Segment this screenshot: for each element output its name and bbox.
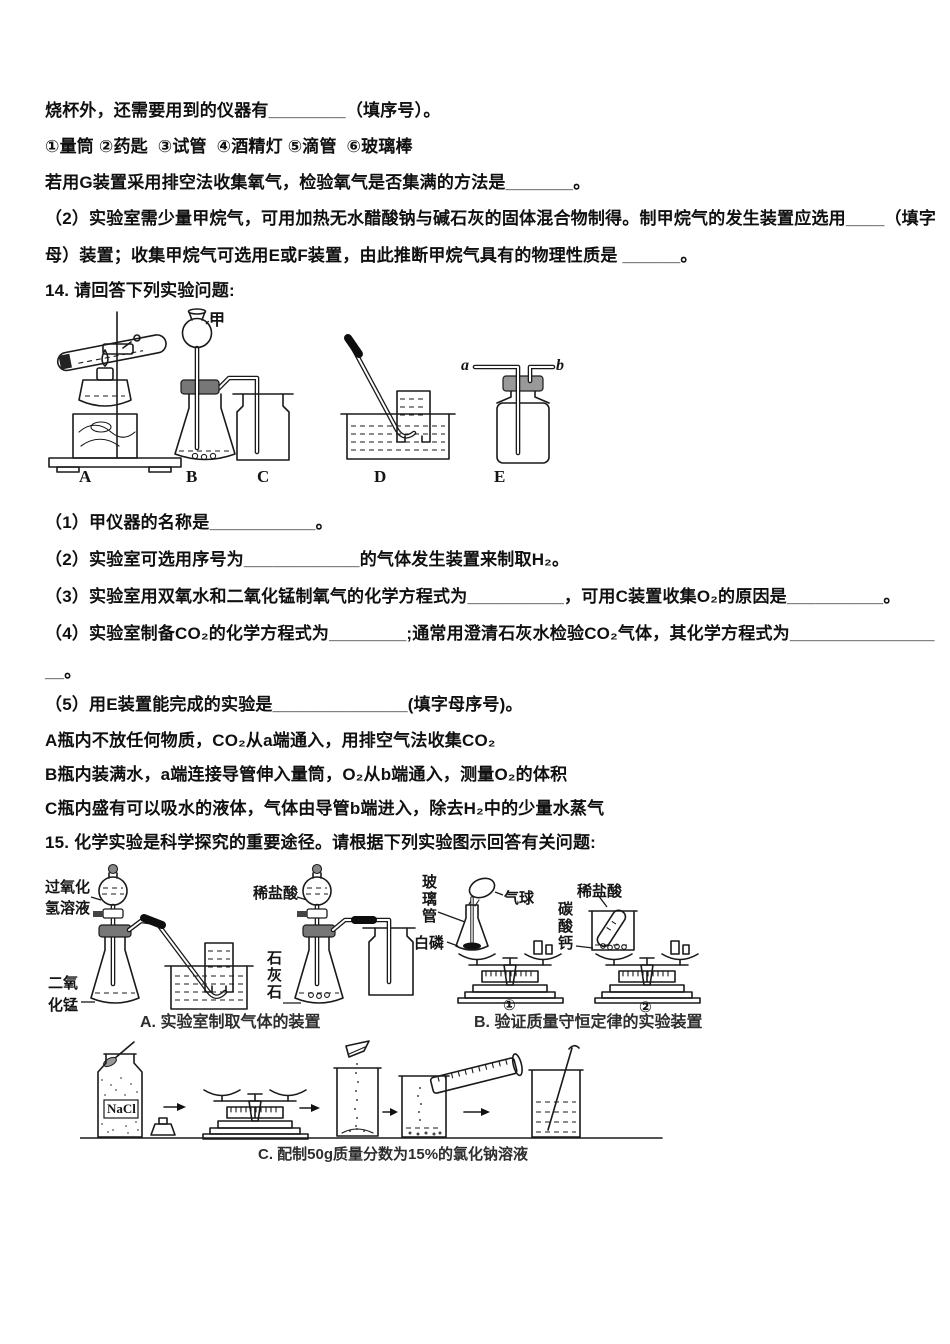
apparatus-d-water-trough [340, 334, 456, 460]
q14-item-5: （5）用E装置能完成的实验是______________(填字母序号)。 [45, 695, 523, 714]
label-peroxide-line2: 氢溶液 [45, 900, 91, 917]
label-peroxide-line1: 过氧化 [45, 879, 91, 896]
fig15a-generator-h2o2 [81, 863, 254, 1010]
label-apparatus-b: B [186, 467, 198, 486]
line-methane-2: 母）装置；收集甲烷气可选用E或F装置，由此推断甲烷气具有的物理性质是 _____… [45, 246, 698, 265]
fig15a-generator-hcl [283, 863, 416, 1004]
label-apparatus-e: E [494, 467, 506, 486]
q15-heading: 15. 化学实验是科学探究的重要途径。请根据下列实验图示回答有关问题: [45, 833, 597, 852]
q14-item-4-cont: __。 [45, 662, 82, 681]
label-port-b: b [556, 357, 564, 374]
fig15c-nacl-bottle [97, 1041, 176, 1138]
caption-fig15b: B. 验证质量守恒定律的实验装置 [474, 1014, 703, 1031]
q14-heading: 14. 请回答下列实验问题: [45, 281, 235, 300]
fig15b-balance-2 [575, 894, 701, 1004]
fig15b-balance-1 [437, 877, 564, 1004]
fig15c-beaker-cylinder [398, 1053, 523, 1138]
q14-option-a: A瓶内不放任何物质，CO₂从a端通入，用排空气法收集CO₂ [45, 731, 496, 750]
label-port-a: a [461, 357, 469, 374]
step-arrows [163, 1103, 490, 1116]
q14-item-1: （1）甲仪器的名称是___________。 [45, 513, 333, 532]
q14-option-c: C瓶内盛有可以吸水的液体，气体由导管b端进入，除去H₂中的少量水蒸气 [45, 799, 605, 818]
apparatus-c-collecting-bottle [232, 393, 294, 461]
label-balance-2-num: ② [639, 999, 652, 1016]
label-dilute-hcl-1: 稀盐酸 [253, 885, 299, 902]
fig15c-beaker-powder [333, 1040, 382, 1137]
q14-item-2: （2）实验室可选用序号为____________的气体发生装置来制取H₂。 [45, 550, 570, 569]
apparatus-b-generator [174, 308, 260, 461]
label-white-phosphorus: 白磷 [414, 935, 445, 952]
q14-option-b: B瓶内装满水，a端连接导管伸入量筒，O₂从b端通入，测量O₂的体积 [45, 765, 568, 784]
line-oxygen-check: 若用G装置采用排空法收集氧气，检验氧气是否集满的方法是_______。 [45, 173, 591, 192]
fig15c-beaker-stirring [528, 1044, 584, 1138]
label-apparatus-c: C [257, 467, 270, 486]
label-glass-tube: 玻璃管 [420, 874, 437, 925]
fig-q14-apparatus [48, 308, 556, 473]
apparatus-e-washing-bottle [472, 364, 556, 464]
line-instrument-options: ①量筒 ②药匙 ③试管 ④酒精灯 ⑤滴管 ⑥玻璃棒 [45, 137, 413, 156]
fig-q15-c [80, 1040, 663, 1140]
label-limestone: 石灰石 [265, 950, 282, 1001]
label-dilute-hcl-2: 稀盐酸 [577, 883, 623, 900]
line-instruments-blank: 烧杯外，还需要用到的仪器有________（填序号）。 [45, 101, 441, 120]
fig-q15-ab [81, 863, 701, 1010]
label-apparatus-d: D [374, 467, 387, 486]
q14-item-3: （3）实验室用双氧水和二氧化锰制氧气的化学方程式为__________，可用C装… [45, 587, 901, 606]
label-balloon: 气球 [504, 890, 535, 907]
label-mno2-line1: 二氧 [48, 975, 79, 992]
label-funnel-jia: 甲 [209, 312, 226, 329]
apparatus-a-heating [48, 311, 182, 473]
label-nacl: NaCl [107, 1101, 136, 1116]
label-mno2-line2: 化锰 [48, 997, 79, 1014]
label-caco3: 碳酸钙 [556, 901, 573, 952]
caption-fig15c: C. 配制50g质量分数为15%的氯化钠溶液 [258, 1146, 529, 1163]
q14-item-4: （4）实验室制备CO₂的化学方程式为________;通常用澄清石灰水检验CO₂… [45, 624, 935, 643]
line-methane-1: （2）实验室需少量甲烷气，可用加热无水醋酸钠与碱石灰的固体混合物制得。制甲烷气的… [45, 209, 937, 228]
label-balance-1-num: ① [503, 997, 516, 1014]
label-apparatus-a: A [79, 467, 92, 486]
caption-fig15a: A. 实验室制取气体的装置 [140, 1014, 321, 1031]
